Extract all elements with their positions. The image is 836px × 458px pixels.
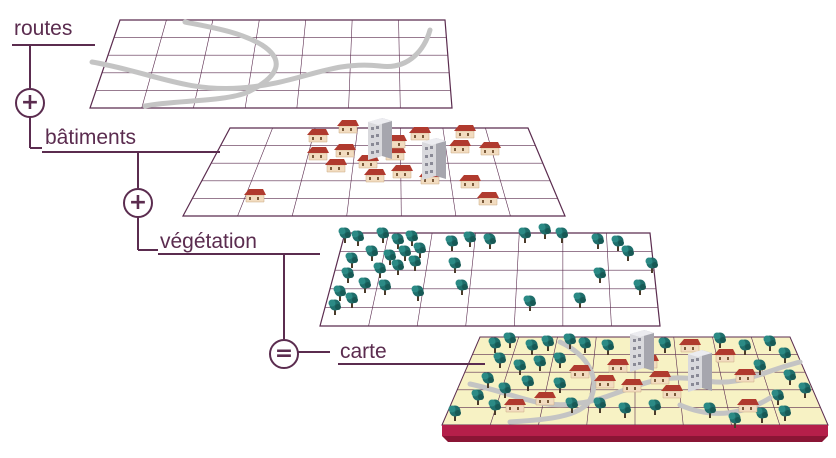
connector-lines	[12, 44, 485, 365]
plus-icon: +	[15, 88, 45, 118]
building-icon	[422, 138, 446, 180]
label-batiments: bâtiments	[45, 126, 137, 149]
plus-icon: +	[123, 188, 153, 218]
label-routes: routes	[14, 17, 73, 40]
building-icon	[630, 330, 654, 372]
equals-icon: =	[269, 339, 299, 369]
label-carte: carte	[340, 340, 387, 363]
building-icon	[368, 118, 392, 160]
label-vegetation: végétation	[160, 230, 257, 253]
road-paths	[89, 19, 433, 109]
vegetation-layer	[319, 223, 661, 327]
buildings-layer	[181, 118, 566, 217]
building-icon	[688, 350, 712, 392]
map-layer	[441, 330, 829, 442]
routes-layer	[89, 19, 453, 109]
